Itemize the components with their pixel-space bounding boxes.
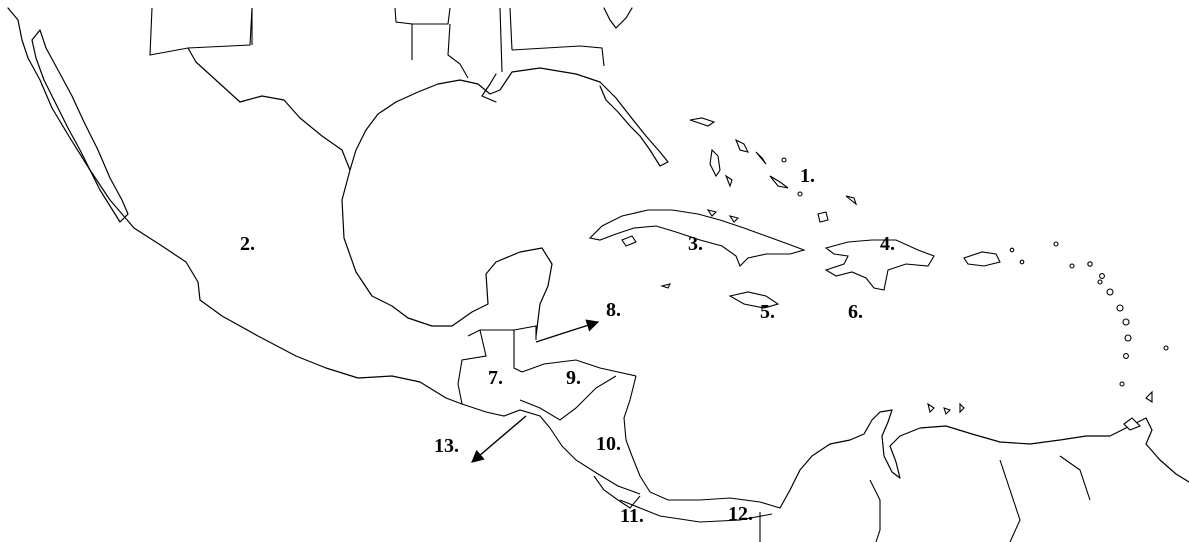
arrow-13	[471, 415, 527, 463]
central-america-borders	[457, 325, 781, 523]
south-america-coast	[759, 409, 1189, 542]
label-2: 2.	[240, 233, 255, 255]
jamaica-island	[728, 291, 780, 309]
caribbean-islands	[588, 117, 1169, 431]
hispaniola-island	[824, 239, 935, 291]
bahamas-island-8	[724, 174, 733, 188]
bahamas-island-3	[734, 138, 750, 153]
puerto-rico-island	[963, 251, 1001, 267]
label-11: 11.	[620, 505, 644, 527]
label-9: 9.	[566, 367, 581, 389]
pointer-arrows	[471, 319, 600, 463]
label-3: 3.	[688, 233, 703, 255]
bahamas-island-5	[769, 175, 789, 189]
baja-california	[31, 29, 129, 223]
bahamas-island-2	[689, 117, 716, 127]
bahamas-island-4	[755, 151, 767, 165]
arrow-8	[535, 319, 600, 343]
label-6: 6.	[848, 301, 863, 323]
label-4: 4.	[880, 233, 895, 255]
label-10: 10.	[596, 433, 621, 455]
us-borders	[149, 7, 605, 79]
label-7: 7.	[488, 367, 503, 389]
label-12: 12.	[728, 503, 753, 525]
mainland-north	[7, 7, 669, 405]
cayman-island	[660, 283, 672, 289]
bahamas-island-6	[817, 211, 829, 223]
label-8: 8.	[606, 299, 621, 321]
isle-of-youth-island	[621, 235, 637, 247]
map-labels: 1. 2. 3. 4. 5. 6. 7. 8. 9. 10. 11. 12. 1…	[240, 165, 895, 527]
label-1: 1.	[800, 165, 815, 187]
cuba-island	[588, 209, 806, 267]
bahamas-island-7	[845, 195, 858, 206]
label-13: 13.	[434, 435, 459, 457]
bahamas-island-1	[709, 148, 721, 178]
label-5: 5.	[760, 301, 775, 323]
